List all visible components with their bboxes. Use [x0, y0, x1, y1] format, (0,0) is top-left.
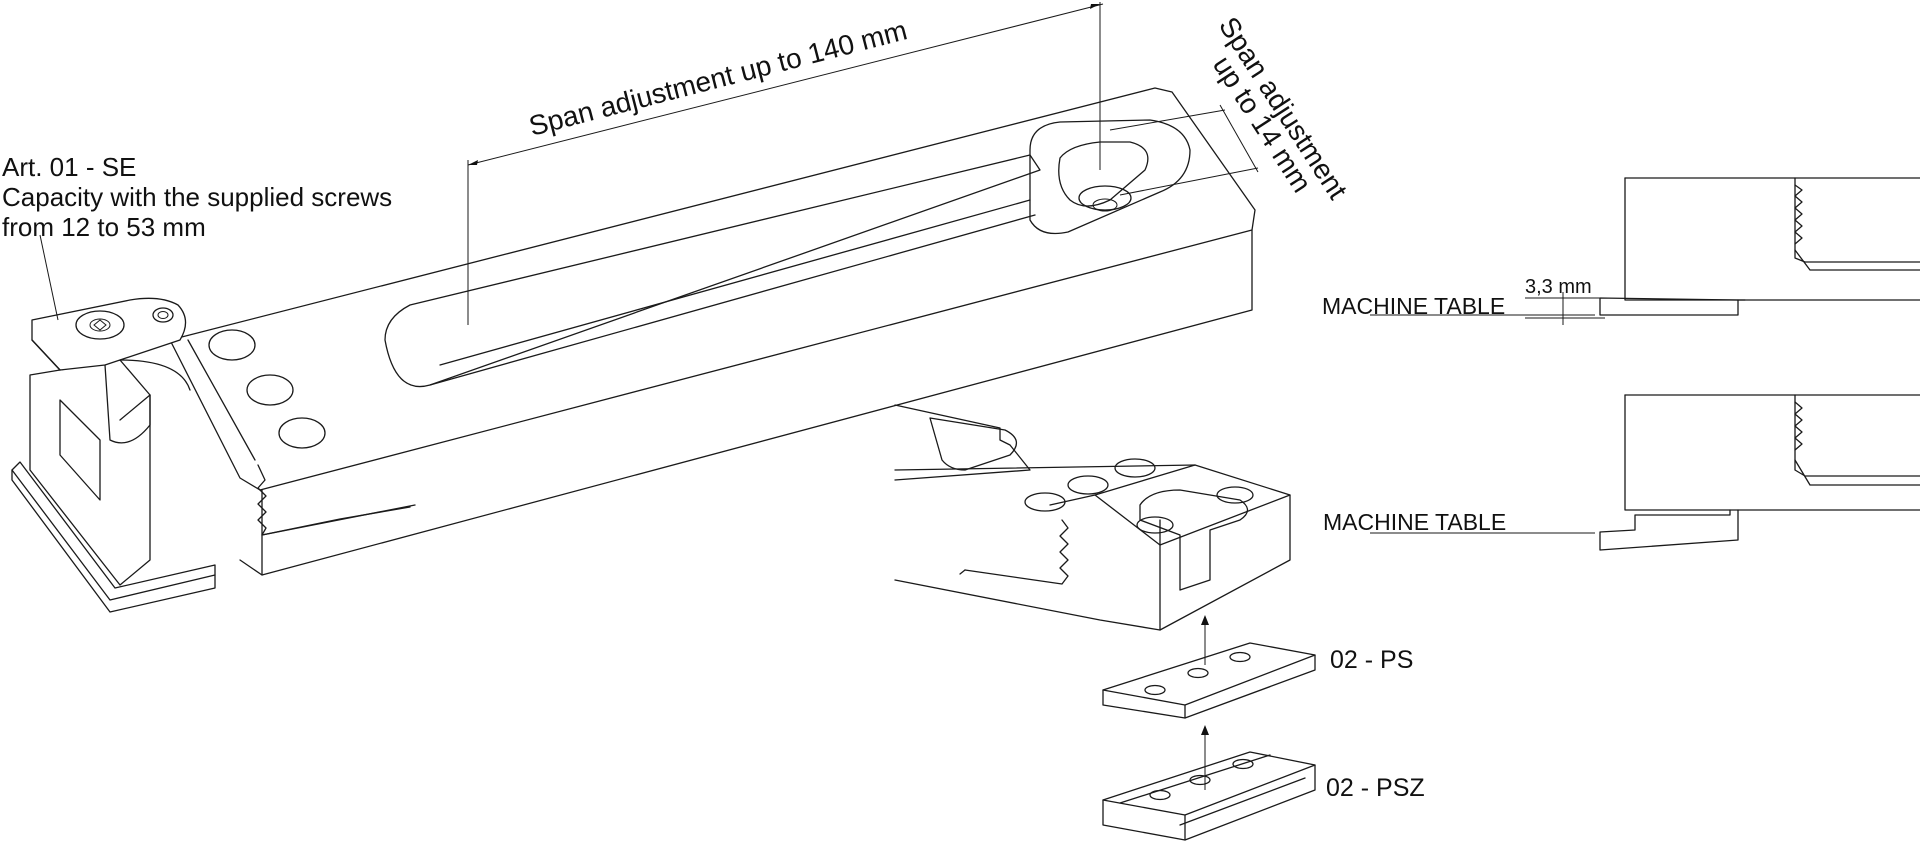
- dimension-3-3-label: 3,3 mm: [1525, 276, 1592, 298]
- art-leader-line: [39, 234, 59, 321]
- block-hole-2: [1067, 475, 1109, 495]
- hole-2: [246, 374, 294, 406]
- block-hole-4: [1216, 486, 1254, 504]
- hole-3: [278, 417, 326, 449]
- block-hole-5: [1136, 516, 1174, 534]
- span-140-dimension: [467, 2, 1104, 325]
- art-capacity-label: Capacity with the supplied screws: [2, 182, 392, 212]
- block-hole-3: [1114, 458, 1156, 478]
- art-range-label: from 12 to 53 mm: [2, 212, 206, 242]
- plate-psz: [1102, 751, 1316, 841]
- part-ps-label: 02 - PS: [1330, 646, 1413, 674]
- profile-top: [1370, 177, 1920, 325]
- detail-block: [894, 404, 1291, 665]
- span-140-label: Span adjustment up to 140 mm: [526, 14, 910, 141]
- hole-1: [208, 329, 256, 361]
- art-title-label: Art. 01 - SE: [2, 152, 136, 182]
- clamp-head: [11, 297, 216, 613]
- block-hole-1: [1024, 492, 1066, 512]
- machine-table-bottom-label: MACHINE TABLE: [1323, 509, 1506, 535]
- span-14-dimension: [1109, 104, 1259, 196]
- profile-bottom: [1370, 394, 1920, 551]
- plate-ps: [1102, 642, 1316, 790]
- main-clamp-body: [169, 87, 1256, 576]
- part-psz-label: 02 - PSZ: [1326, 774, 1425, 802]
- machine-table-top-label: MACHINE TABLE: [1322, 293, 1505, 319]
